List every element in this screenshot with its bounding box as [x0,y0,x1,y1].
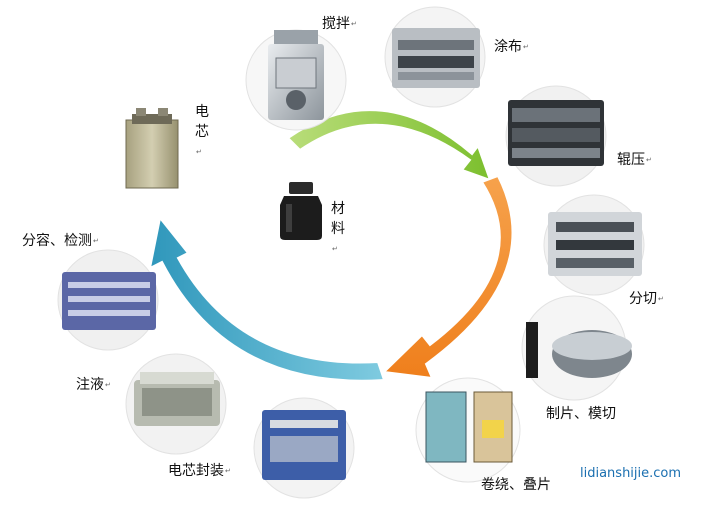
paragraph-mark: ↵ [196,148,202,156]
watermark-text: lidianshijie.com [580,466,682,481]
label-wind: 卷绕、叠片 [481,476,551,494]
label-inject: 注液↵ [76,376,111,394]
winding-stacking-image [415,377,521,483]
label-seal: 电芯封装↵ [168,462,231,480]
paragraph-mark: ↵ [523,43,529,51]
watermark-site: lidianshijie.com [580,466,681,481]
paragraph-mark: ↵ [658,295,664,303]
paragraph-mark: ↵ [646,156,652,164]
material-jar-image [280,182,322,240]
paragraph-mark: ↵ [332,245,338,253]
label-slit: 分切↵ [629,290,664,308]
battery-cell-image [125,108,179,189]
cell-sealing-image [253,397,355,499]
rolling-press-image [505,85,607,187]
label-formation-text: 分容、检测 [22,233,92,249]
label-coat: 涂布↵ [494,38,529,56]
coating-machine-image [384,6,486,108]
die-cut-image [521,295,632,401]
label-stir: 搅拌↵ [322,15,357,33]
label-roll: 辊压↵ [617,151,652,169]
injection-image [125,353,227,455]
slitting-machine-image [543,194,645,296]
paragraph-mark: ↵ [93,237,99,245]
label-cell-text: 电芯 [195,104,209,140]
label-inject-text: 注液 [76,377,104,393]
arrow-orange [381,174,514,380]
label-tab-text: 制片、模切 [546,406,616,422]
label-coat-text: 涂布 [494,39,522,55]
label-slit-text: 分切 [629,291,657,307]
label-wind-text: 卷绕、叠片 [481,477,551,493]
label-cell: 电芯 ↵ [195,102,211,162]
label-roll-text: 辊压 [617,152,645,168]
stirring-machine-image [245,29,347,131]
label-material: 材料 ↵ [331,199,347,259]
paragraph-mark: ↵ [225,467,231,475]
formation-testing-image [57,249,159,351]
label-material-text: 材料 [331,201,345,237]
paragraph-mark: ↵ [351,20,357,28]
paragraph-mark: ↵ [105,381,111,389]
label-tab: 制片、模切 [546,405,616,423]
label-formation: 分容、检测↵ [22,232,99,250]
label-stir-text: 搅拌 [322,16,350,32]
arrow-green [286,109,492,182]
label-seal-text: 电芯封装 [168,463,224,479]
arrow-blue [148,215,386,382]
